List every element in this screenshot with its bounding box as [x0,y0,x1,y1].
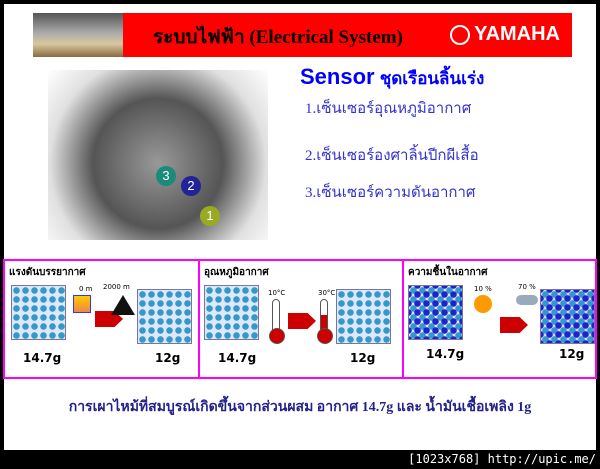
sun-icon [474,295,492,313]
marker-1: 1 [200,206,220,226]
page-title: ระบบไฟฟ้า (Electrical System) [153,27,403,48]
sensor-item: 1.เซ็นเซอร์อุณหภูมิอากาศ [305,101,472,117]
humid-air-cube [408,285,463,340]
panel-title: อุณหภูมิอากาศ [204,267,269,278]
panel-humidity: ความชื้นในอากาศ 10 % 70 % 14.7g 12g [402,261,595,377]
humid-air-cube [540,289,595,344]
arrow-icon [500,317,528,333]
panel-temperature: อุณหภูมิอากาศ 10°C 30°C 14.7g 12g [198,261,402,377]
throttle-body-photo: 3 2 1 [48,70,268,240]
sensor-title: Sensor [300,64,375,89]
air-cube [11,285,66,340]
sensor-subtitle: ชุดเรือนลิ้นเร่ง [379,69,485,88]
panel-title: แรงดันบรรยากาศ [9,267,86,278]
air-cube [137,289,192,344]
humidity-high-label: 70 % [518,283,536,291]
weight-label: 12g [155,351,181,365]
thermometer-icon [317,299,333,344]
header-banner: ระบบไฟฟ้า (Electrical System) YAMAHA [33,13,572,57]
panel-title: ความชื้นในอากาศ [408,267,488,278]
yamaha-logo: YAMAHA [450,23,560,46]
combustion-note: การเผาไหม้ที่สมบูรณ์เกิดขึ้นจากส่วนผสม อ… [68,400,532,415]
humidity-low-label: 10 % [474,285,492,293]
factors-panels: แรงดันบรรยากาศ 0 m 2000 m 14.7g 12g อุณห… [3,259,597,379]
temp-low-label: 10°C [268,289,286,297]
weight-label: 12g [559,347,585,361]
rain-cloud-icon [516,295,538,305]
weight-label: 14.7g [218,351,257,365]
altitude-low-label: 0 m [79,285,93,293]
brand-text: YAMAHA [474,23,560,45]
arrow-icon [95,311,123,327]
mountain-icon [111,295,135,315]
sensor-heading: Sensor ชุดเรือนลิ้นเร่ง [300,64,484,92]
panel-pressure: แรงดันบรรยากาศ 0 m 2000 m 14.7g 12g [5,261,198,377]
tuning-fork-icon [450,24,471,45]
weight-label: 14.7g [426,347,465,361]
air-cube [336,289,391,344]
air-cube [204,285,259,340]
sensor-item: 3.เซ็นเซอร์ความดันอากาศ [305,185,476,201]
image-host-footer: [1023x768] http://upic.me/ [408,452,596,466]
storm-house-image [33,13,123,57]
thermometer-icon [269,299,285,344]
arrow-icon [288,313,316,329]
altitude-high-label: 2000 m [103,283,130,291]
sensor-item: 2.เซ็นเซอร์องศาลิ้นปีกผีเสื้อ [305,148,479,164]
sunrise-icon [73,295,91,313]
weight-label: 14.7g [23,351,62,365]
marker-3: 3 [156,166,176,186]
weight-label: 12g [350,351,376,365]
temp-high-label: 30°C [318,289,336,297]
marker-2: 2 [181,176,201,196]
